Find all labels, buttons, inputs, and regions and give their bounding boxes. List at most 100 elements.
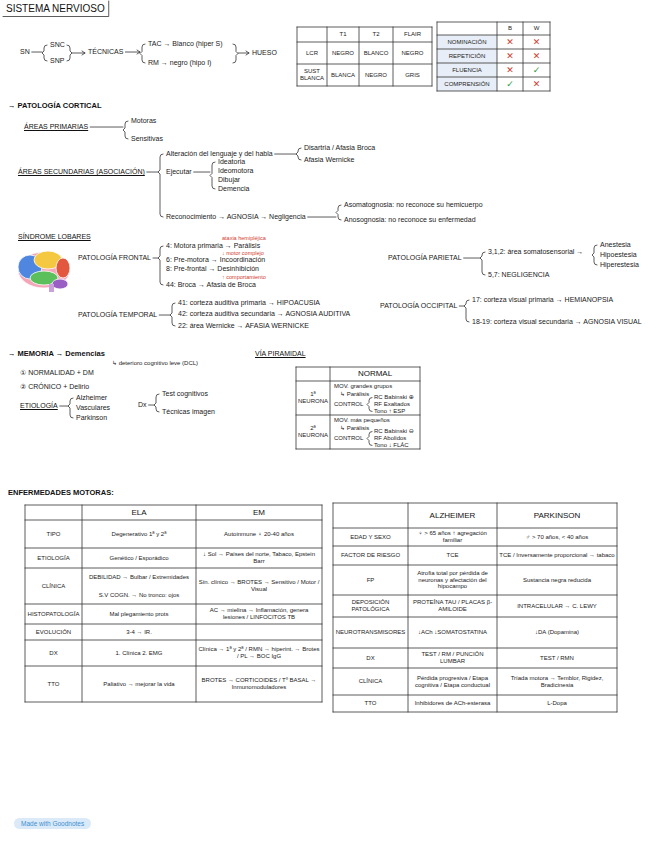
table-cell: COMPRENSIÓN (439, 81, 495, 88)
underlined-heading: ETIOLOGÍA (20, 402, 58, 410)
table-cell: EVOLUCIÓN (27, 629, 80, 636)
table-cell: EDAD Y SEXO (335, 534, 406, 541)
bracket (68, 398, 73, 418)
note-text: Disartria / Afasia Broca (304, 144, 375, 152)
table-cell: BROTES → CORTICOIDES / Tº BASAL → Inmuno… (198, 677, 320, 691)
table-cell: BLANCA (329, 72, 357, 79)
connector-line (32, 52, 42, 53)
small-note: ↳ deterioro cognitivo leve (DCL) (112, 360, 198, 367)
small-note: Tono ↑ ESP (374, 408, 405, 415)
note-text: Demencia (218, 185, 250, 193)
bracket (158, 154, 163, 217)
check-mark: ✓ (525, 65, 548, 75)
cross-mark: ✕ (525, 79, 548, 89)
table-cell: AC → mielina → Inflamación, genera lesio… (198, 607, 320, 621)
underlined-heading: ÁREAS PRIMARIAS (24, 123, 88, 131)
connector-line (147, 172, 158, 173)
table-cell: FACTOR DE RIESGO (335, 552, 406, 559)
bracket (296, 148, 301, 160)
small-note: CONTROL (334, 435, 363, 442)
table-cell: NEUROTRANSMISORES (335, 629, 406, 636)
table-cell: Atrofia total por pérdida de neuronas y … (410, 570, 495, 591)
red-annotation: ataxia hemipléjica (222, 235, 266, 241)
note-text: PATOLOGÍA FRONTAL (78, 254, 151, 262)
note-text: SNC (50, 41, 65, 49)
table-cell: S.V COGN. → No tronco: ojos (84, 592, 194, 599)
table-cell: DX (27, 650, 80, 657)
cross-mark: ✕ (499, 51, 521, 61)
title-frame (3, 1, 109, 17)
brainstem (49, 284, 54, 292)
connector-line (60, 406, 68, 407)
table-cell: L-Dopa (499, 700, 615, 707)
small-note: CONTROL (334, 401, 363, 408)
check-mark: ✓ (499, 79, 521, 89)
underlined-heading: ÁREAS SECUNDARIAS (ASOCIACIÓN) (18, 168, 145, 176)
note-text: SNP (50, 57, 64, 65)
table-cell: GRIS (395, 72, 430, 79)
table-grid (296, 367, 420, 449)
note-text: Sensitivas (131, 135, 163, 143)
table-cell: REPETICIÓN (439, 53, 495, 60)
table-cell: T2 (361, 31, 391, 38)
section-heading: ENFERMEDADES MOTORAS: (8, 489, 114, 498)
small-note: MOV. más pequeños (334, 417, 390, 424)
table-cell: Clínica → 1ª y 2ª / RMN → hiperint. → Br… (198, 646, 320, 660)
table-cell: T1 (329, 31, 357, 38)
note-text: Reconocimiento → AGNOSIA → Negligencia (166, 213, 306, 221)
table-cell: Paliativo → mejorar la vida (84, 681, 194, 688)
table-header: NORMAL (332, 369, 418, 378)
connector-line (90, 127, 123, 128)
table-header: PARKINSON (499, 511, 615, 520)
note-text: Asomatognosia: no reconoce su hemicuerpo (344, 201, 483, 209)
table-cell: BLANCO (361, 50, 391, 57)
table-grid (297, 27, 432, 86)
brain-lobe (52, 279, 68, 289)
note-text: 22: área Wernicke → AFASIA WERNICKE (178, 322, 309, 330)
table-cell: B (499, 25, 521, 32)
table-cell: ♂ > 70 años, < 40 años (499, 534, 615, 541)
small-note: RC Babinski ⊖ (374, 428, 414, 435)
red-annotation: ↑ comportamiento (222, 274, 266, 280)
cross-mark: ✕ (525, 37, 548, 47)
watermark: Made with Goodnotes (14, 818, 91, 829)
arrow (125, 50, 140, 54)
connector-line (159, 315, 170, 316)
table-header: ALZHEIMER (410, 511, 495, 520)
small-note: RF Abolidos (374, 435, 406, 442)
layout-strokes (3, 1, 617, 712)
bracket (336, 205, 341, 220)
table-grid (333, 503, 617, 712)
note-text: Parkinson (76, 414, 107, 422)
table-cell: ♀ > 65 años ↑ agregación familiar (410, 530, 495, 544)
connector-line (308, 217, 336, 218)
underlined-heading: VÍA PIRAMIDAL (255, 350, 306, 358)
connector-line (149, 405, 154, 406)
table-grid (25, 505, 322, 702)
cross-mark: ✕ (525, 51, 548, 61)
table-cell: Genético / Esporádico (84, 555, 194, 562)
table-cell: LCR (299, 50, 325, 57)
arrow (72, 51, 85, 55)
table-cell: TTO (335, 700, 406, 707)
red-annotation: ↓ motor complejo (222, 250, 264, 256)
bracket (480, 252, 485, 275)
bracket (158, 246, 163, 285)
table-cell: Autoinmune ♀ 20-40 años (198, 531, 320, 538)
note-text: Técnicas imagen (162, 408, 215, 416)
connector-line (194, 172, 210, 173)
small-note: Tono ↓ FLÁC (374, 442, 409, 449)
bracket (170, 303, 175, 326)
note-text: 44: Broca → Afasia de Broca (166, 281, 256, 289)
table-cell: TCE (410, 552, 495, 559)
table-cell: TTO (27, 681, 80, 688)
bracket (154, 394, 159, 412)
note-text: 18-19: corteza visual secundaria → AGNOS… (472, 318, 642, 326)
table-cell: Mal plegamiento prots (84, 611, 194, 618)
small-note: RC Babinski ⊕ (374, 394, 414, 401)
table-cell: HISTOPATOLOGÍA (27, 611, 80, 618)
table-header: EM (198, 508, 320, 517)
note-text: Motoras (131, 117, 156, 125)
bracket (464, 300, 469, 322)
